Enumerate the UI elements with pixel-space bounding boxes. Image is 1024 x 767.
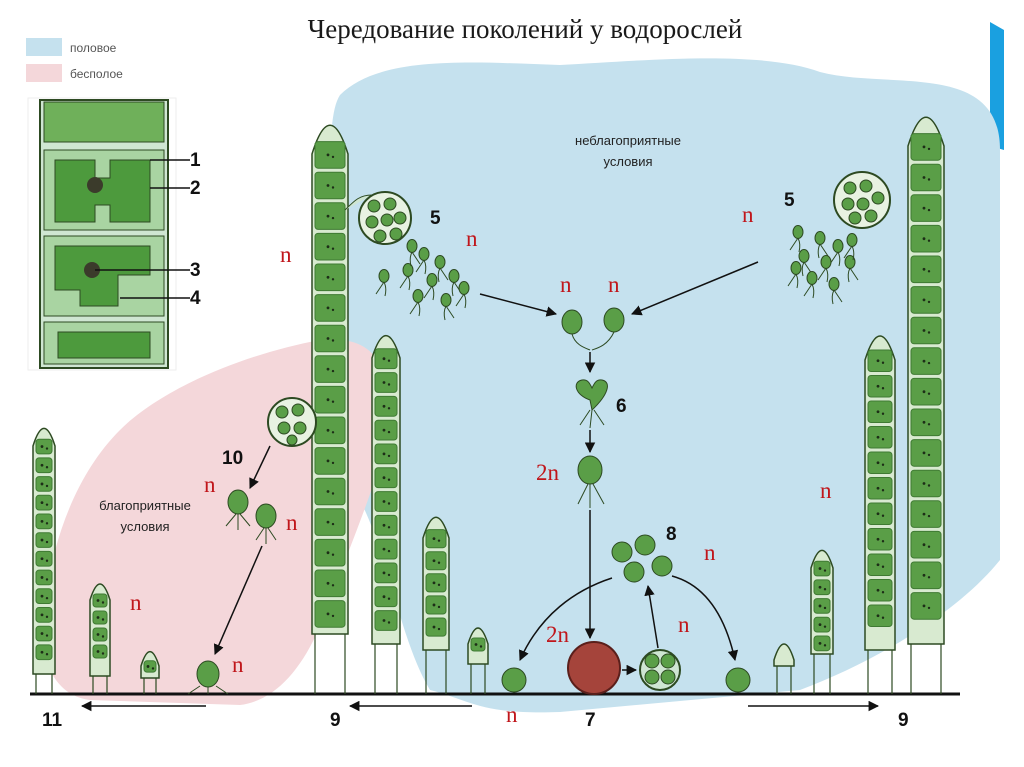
legend-label-sexual: половое [70,41,117,55]
arrow-spores-left [519,577,613,661]
filament-young-1 [371,335,401,694]
filament-mature-left [311,124,349,694]
settled-spore-left [501,667,527,693]
arrow-spores-right [671,575,739,662]
ploidy-n-3: n [742,202,754,227]
sexual-region [330,58,1000,713]
favorable-conditions-line2: условия [120,519,169,534]
inset-label-2: 2 [190,178,201,199]
stage-9-left: 9 [330,710,341,731]
ploidy-n-8: n [286,510,298,535]
stage-5-left: 5 [430,208,441,229]
filament-offspring-1 [32,427,56,694]
legend-label-asexual: бесполое [70,67,123,81]
favorable-conditions-line1: благоприятные [99,498,191,513]
inset-cell-detail: 1 2 3 4 [27,97,201,371]
stage-6: 6 [616,396,627,417]
ploidy-n-1: n [280,242,292,267]
filament-young-right-3 [864,335,896,694]
arrow-right-gametes [631,261,759,316]
inset-label-4: 4 [190,288,201,309]
filament-young-right-1 [810,549,834,694]
arrow-zoospore-settle [213,545,263,655]
resting-zygote [567,641,621,695]
attached-zygote [577,455,605,508]
ploidy-n-4: n [560,272,572,297]
unfavorable-conditions-line2: условия [603,154,652,169]
flagellated-zygote [575,379,608,429]
filament-offspring-2 [89,583,111,694]
arrow-left-gametes [479,293,558,317]
legend-swatch-sexual [26,38,62,56]
ploidy-n-5: n [608,272,620,297]
stage-5-right: 5 [784,190,795,211]
inset-label-1: 1 [190,150,201,171]
stage-11: 11 [42,710,63,731]
page-title: Чередование поколений у водорослей [308,14,743,44]
gametangium-left [344,191,412,245]
filament-mature-right [907,116,945,694]
ploidy-n-7: n [204,472,216,497]
gamete-swarm-left [375,239,470,321]
gamete-fusion [561,307,625,351]
ploidy-n-10: n [130,590,142,615]
stage-10: 10 [222,448,243,469]
gamete-swarms [375,225,859,321]
gamete-swarm-right [787,225,859,305]
filament-young-right-2 [773,643,795,694]
arrows [80,261,880,712]
asexual-zoospores [187,489,277,695]
unfavorable-conditions-line1: неблагоприятные [575,133,681,148]
filament-young-2 [422,516,450,694]
arrow-divide-spores [644,584,659,649]
ploidy-n-9: n [704,540,716,565]
dividing-zygote [639,649,681,691]
meiospores [611,534,673,583]
stage-8: 8 [666,524,677,545]
settled-spore-right [725,667,751,693]
ploidy-2n-1: 2n [536,460,560,485]
legend-swatch-asexual [26,64,62,82]
ploidy-n-11: n [678,612,690,637]
ploidy-n-6: n [820,478,832,503]
ploidy-n-2: n [466,226,478,251]
ploidy-n-13: n [506,702,518,727]
filament-young-3 [467,627,489,694]
arrow-zoosporangium [249,445,271,489]
filaments [32,116,945,694]
stage-9-right: 9 [898,710,909,731]
ploidy-2n-2: 2n [546,622,570,647]
legend: половое бесполое [26,38,123,82]
ploidy-n-12: n [232,652,244,677]
inset-label-3: 3 [190,260,201,281]
zoosporangium [267,397,317,447]
gametangium-right [833,171,891,229]
stage-7: 7 [585,710,596,731]
filament-offspring-3 [140,650,160,694]
